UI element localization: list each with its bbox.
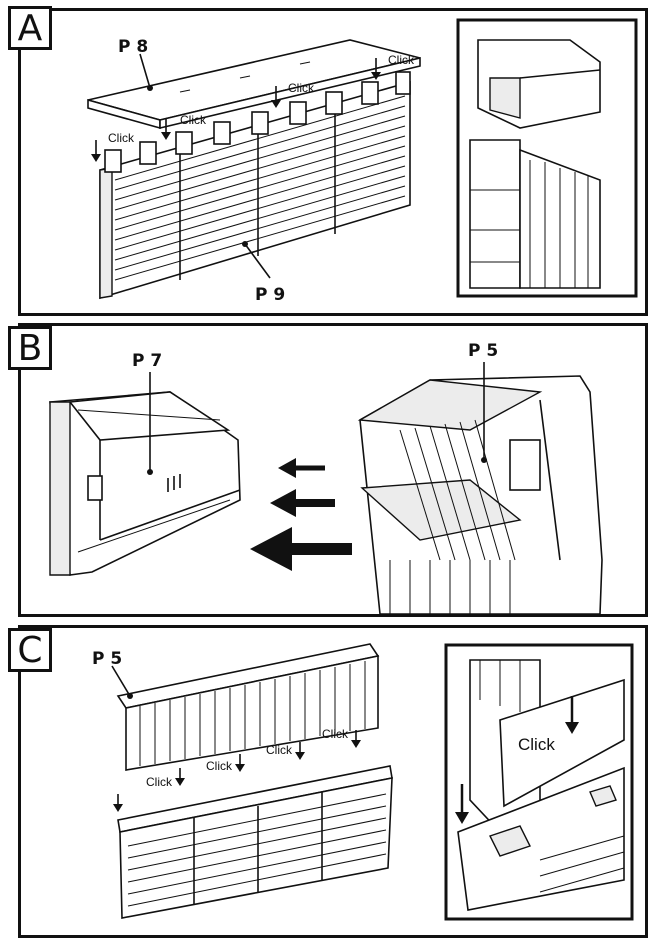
click-label: Click (146, 775, 173, 789)
step-a-label: A (8, 6, 52, 50)
down-arrow-icon (295, 742, 305, 760)
click-label: Click (288, 81, 315, 95)
click-label: Click (108, 131, 135, 145)
top-cap-part (87, 39, 421, 130)
click-label: Click (322, 727, 349, 741)
click-label: Click (388, 53, 415, 67)
part-label-p5: P 5 (468, 341, 498, 361)
click-label: Click (180, 113, 207, 127)
left-arrow-icon (250, 527, 352, 571)
upper-filter-part (116, 643, 380, 771)
down-arrow-icon (565, 696, 579, 734)
step-a-illustration: P 8 P 9 Click Click Click Click (87, 18, 638, 305)
down-arrow-icon (161, 118, 171, 140)
step-b-illustration: P 7 P 5 (49, 341, 603, 615)
step-b-label: B (8, 326, 52, 370)
filter-frame-end-part (357, 375, 603, 615)
lower-filter-part (117, 765, 393, 919)
down-arrow-icon (351, 730, 361, 748)
down-arrow-icon (235, 754, 245, 772)
frame-clips (104, 71, 411, 173)
down-arrow-icon (455, 784, 469, 824)
down-arrow-icon (113, 794, 123, 812)
detail-click-label: Click (518, 735, 555, 754)
part-label-p7: P 7 (132, 351, 162, 371)
part-label-p9: P 9 (255, 285, 285, 305)
click-label: Click (266, 743, 293, 757)
click-label: Click (206, 759, 233, 773)
left-arrow-icon (270, 489, 335, 517)
part-label-p8: P 8 (118, 37, 148, 57)
step-c-label: C (8, 628, 52, 672)
part-label-p5: P 5 (92, 649, 122, 669)
down-arrow-icon (271, 86, 281, 108)
detail-click-closeup (457, 659, 625, 911)
frame-slats (114, 95, 406, 281)
left-arrow-icon (278, 458, 325, 478)
down-arrow-icon (371, 58, 381, 80)
down-arrow-icon (91, 140, 101, 162)
detail-clip-closeup (469, 39, 601, 289)
end-cap-part (49, 391, 241, 576)
down-arrow-icon (175, 768, 185, 786)
